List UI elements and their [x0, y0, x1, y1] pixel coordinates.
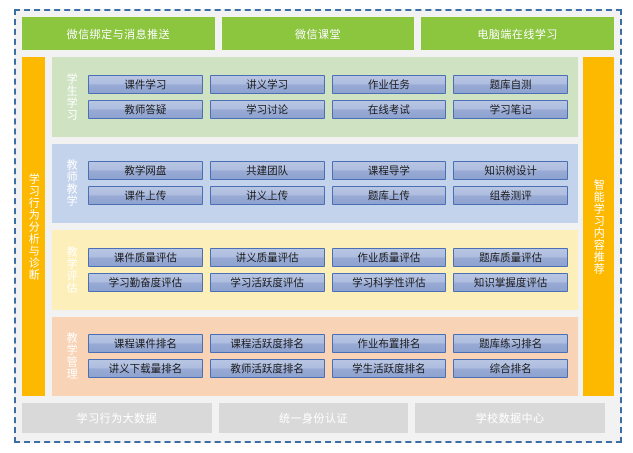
module-button[interactable]: 学习科学性评估 — [331, 272, 447, 292]
top-banner-row: 微信绑定与消息推送 微信课堂 电脑端在线学习 — [22, 17, 615, 50]
module-button[interactable]: 共建团队 — [209, 161, 325, 181]
module-button[interactable]: 学习活跃度评估 — [209, 272, 325, 292]
top-banner-item[interactable]: 电脑端在线学习 — [421, 17, 615, 50]
section-label-text: 教学管理 — [65, 332, 79, 381]
section-label: 教师教学 — [58, 148, 84, 220]
button-row: 讲义下载量排名 教师活跃度排名 学生活跃度排名 综合排名 — [88, 359, 568, 379]
bottom-banner-item[interactable]: 统一身份认证 — [218, 403, 409, 433]
module-button[interactable]: 题库上传 — [331, 186, 447, 206]
top-banner-item[interactable]: 微信课堂 — [221, 17, 415, 50]
section-label: 教学管理 — [58, 321, 84, 393]
module-button[interactable]: 教师活跃度排名 — [209, 359, 325, 379]
section-label: 学生学习 — [58, 61, 84, 133]
section-label: 教学评估 — [58, 234, 84, 306]
right-rail-smart-content-recommendation[interactable]: 智能学习内容推荐 — [583, 57, 614, 396]
module-button[interactable]: 作业布置排名 — [331, 334, 447, 354]
right-rail-label: 智能学习内容推荐 — [592, 178, 606, 275]
module-button[interactable]: 作业质量评估 — [331, 247, 447, 267]
module-button[interactable]: 教师答疑 — [88, 99, 203, 119]
section-student-learning: 学生学习 课件学习 讲义学习 作业任务 题库自测 教师答疑 学习讨论 在线考试 … — [52, 57, 578, 137]
button-row: 课件上传 讲义上传 题库上传 组卷测评 — [88, 186, 568, 206]
top-banner-item[interactable]: 微信绑定与消息推送 — [22, 17, 215, 50]
left-rail-label: 学习行为分析与诊断 — [27, 172, 41, 281]
section-teaching-management: 教学管理 课程课件排名 课程活跃度排名 作业布置排名 题库练习排名 讲义下载量排… — [52, 316, 578, 396]
module-button[interactable]: 教学网盘 — [88, 161, 203, 181]
module-button[interactable]: 在线考试 — [331, 99, 447, 119]
section-button-grid: 课件学习 讲义学习 作业任务 题库自测 教师答疑 学习讨论 在线考试 学习笔记 — [84, 71, 570, 123]
section-teaching-evaluation: 教学评估 课件质量评估 讲义质量评估 作业质量评估 题库质量评估 学习勤奋度评估… — [52, 230, 578, 310]
module-button[interactable]: 学习勤奋度评估 — [88, 272, 203, 292]
section-button-grid: 课程课件排名 课程活跃度排名 作业布置排名 题库练习排名 讲义下载量排名 教师活… — [84, 330, 570, 382]
bottom-banner-item[interactable]: 学习行为大数据 — [22, 403, 212, 433]
module-button[interactable]: 知识树设计 — [453, 161, 568, 181]
left-rail-learning-behavior-analysis[interactable]: 学习行为分析与诊断 — [22, 57, 45, 396]
module-button[interactable]: 学习笔记 — [453, 99, 568, 119]
section-button-grid: 课件质量评估 讲义质量评估 作业质量评估 题库质量评估 学习勤奋度评估 学习活跃… — [84, 244, 570, 296]
section-teacher-teaching: 教师教学 教学网盘 共建团队 课程导学 知识树设计 课件上传 讲义上传 题库上传… — [52, 143, 578, 223]
bottom-banner-item[interactable]: 学校数据中心 — [415, 403, 606, 433]
module-button[interactable]: 学生活跃度排名 — [331, 359, 447, 379]
module-button[interactable]: 讲义下载量排名 — [88, 359, 203, 379]
bottom-banner-row: 学习行为大数据 统一身份认证 学校数据中心 — [22, 403, 606, 433]
module-button[interactable]: 知识掌握度评估 — [453, 272, 568, 292]
section-button-grid: 教学网盘 共建团队 课程导学 知识树设计 课件上传 讲义上传 题库上传 组卷测评 — [84, 157, 570, 209]
module-button[interactable]: 讲义上传 — [209, 186, 325, 206]
module-button[interactable]: 题库练习排名 — [453, 334, 568, 354]
module-button[interactable]: 题库质量评估 — [453, 247, 568, 267]
button-row: 学习勤奋度评估 学习活跃度评估 学习科学性评估 知识掌握度评估 — [88, 272, 568, 292]
module-button[interactable]: 题库自测 — [453, 74, 568, 94]
module-button[interactable]: 讲义学习 — [209, 74, 325, 94]
module-button[interactable]: 课程课件排名 — [88, 334, 203, 354]
button-row: 教师答疑 学习讨论 在线考试 学习笔记 — [88, 99, 568, 119]
module-button[interactable]: 作业任务 — [331, 74, 447, 94]
section-label-text: 教师教学 — [65, 159, 79, 208]
module-button[interactable]: 学习讨论 — [209, 99, 325, 119]
module-button[interactable]: 课件质量评估 — [88, 247, 203, 267]
button-row: 课程课件排名 课程活跃度排名 作业布置排名 题库练习排名 — [88, 334, 568, 354]
module-button[interactable]: 综合排名 — [453, 359, 568, 379]
button-row: 教学网盘 共建团队 课程导学 知识树设计 — [88, 161, 568, 181]
module-button[interactable]: 讲义质量评估 — [209, 247, 325, 267]
module-button[interactable]: 课程导学 — [331, 161, 447, 181]
module-button[interactable]: 课件学习 — [88, 74, 203, 94]
module-button[interactable]: 课程活跃度排名 — [209, 334, 325, 354]
section-label-text: 教学评估 — [65, 245, 79, 294]
center-sections: 学生学习 课件学习 讲义学习 作业任务 题库自测 教师答疑 学习讨论 在线考试 … — [52, 57, 578, 396]
button-row: 课件学习 讲义学习 作业任务 题库自测 — [88, 74, 568, 94]
section-label-text: 学生学习 — [65, 72, 79, 121]
module-button[interactable]: 课件上传 — [88, 186, 203, 206]
module-button[interactable]: 组卷测评 — [453, 186, 568, 206]
button-row: 课件质量评估 讲义质量评估 作业质量评估 题库质量评估 — [88, 247, 568, 267]
